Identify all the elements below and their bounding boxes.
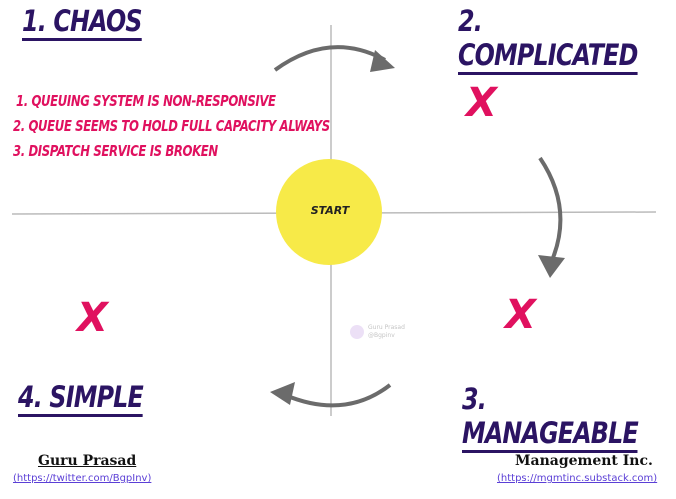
publication-name: Management Inc. [515,453,653,469]
chaos-item: 1. Queuing system is non-responsive [16,92,276,110]
start-label: Start [310,204,350,217]
author-name: Guru Prasad [38,453,137,469]
start-circle [276,159,382,265]
quadrant-title-simple: 4. Simple [18,380,144,417]
avatar [350,325,364,339]
twitter-link[interactable]: (https://twitter.com/BgpInv) [13,473,152,484]
watermark-name: Guru Prasad [368,324,405,331]
substack-link[interactable]: (https://mgmtinc.substack.com) [497,473,658,484]
quadrant-title-complicated: 2. Complicated [458,4,638,75]
quadrant-title-chaos: 1. Chaos [22,4,142,41]
chaos-item: 2. Queue seems to hold full capacity alw… [13,117,330,135]
chaos-item: 3. Dispatch service is broken [13,142,218,160]
quadrant-title-manageable: 3. Manageable [462,382,639,453]
x-mark-complicated: X [466,80,497,126]
arrow-manageable-to-simple [284,383,392,408]
arrow-complicated-to-manageable [538,156,563,266]
x-mark-manageable: X [505,292,536,338]
x-mark-simple: X [77,295,108,341]
arrow-chaos-to-complicated [273,45,386,72]
watermark-handle: @Bgpinv [368,332,395,339]
watermark: Guru Prasad @Bgpinv [350,324,405,340]
